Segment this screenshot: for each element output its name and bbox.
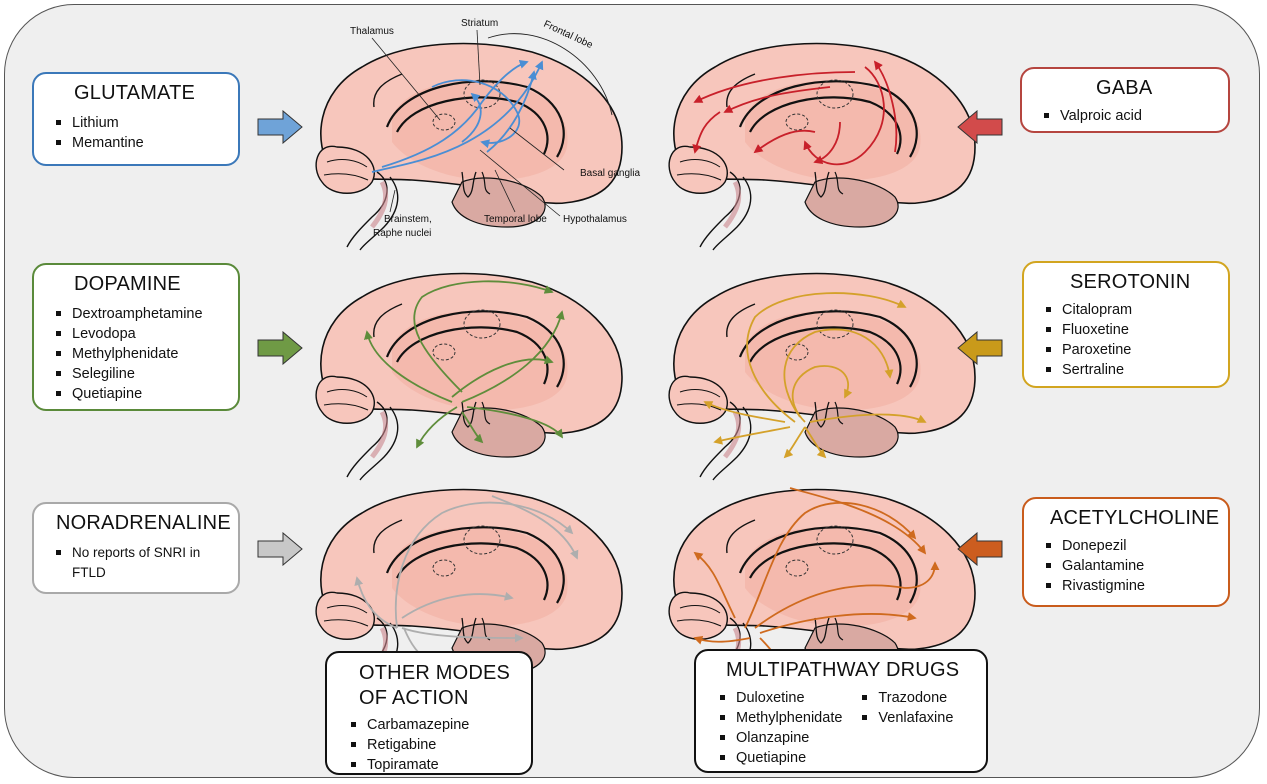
dopamine-drug: Dextroamphetamine (54, 304, 238, 324)
arrow-left-icon (957, 331, 1003, 365)
acetylcholine-drug: Rivastigmine (1044, 576, 1228, 596)
multipathway-drug: Duloxetine (718, 688, 842, 708)
dopamine-drug: Quetiapine (54, 384, 238, 404)
arrow-right-icon (257, 110, 303, 144)
multipathway-drug: Olanzapine (718, 728, 842, 748)
noradrenaline-title: NORADRENALINE (56, 512, 231, 534)
other-modes-title-line2: OF ACTION (359, 687, 469, 709)
label-frontal-lobe: Frontal lobe (542, 19, 595, 51)
serotonin-drug: Sertraline (1044, 360, 1228, 380)
multipathway-drug: Methylphenidate (718, 708, 842, 728)
glutamate-box: GLUTAMATE Lithium Memantine (32, 72, 240, 166)
serotonin-drug: Paroxetine (1044, 340, 1228, 360)
glutamate-brain (315, 42, 623, 251)
other-modes-drug: Retigabine (349, 735, 531, 755)
label-brainstem: Brainstem, (384, 214, 432, 225)
other-modes-drug: Topiramate (349, 755, 531, 775)
serotonin-drug: Citalopram (1044, 300, 1228, 320)
serotonin-box: SEROTONIN Citalopram Fluoxetine Paroxeti… (1022, 261, 1230, 388)
acetylcholine-box: ACETYLCHOLINE Donepezil Galantamine Riva… (1022, 497, 1230, 607)
label-thalamus: Thalamus (350, 26, 394, 37)
serotonin-drug: Fluoxetine (1044, 320, 1228, 340)
arrow-left-icon (957, 532, 1003, 566)
glutamate-drug: Memantine (54, 133, 238, 153)
dopamine-title: DOPAMINE (74, 273, 181, 295)
arrow-right-icon (257, 532, 303, 566)
gaba-box: GABA Valproic acid (1020, 67, 1230, 133)
arrow-left-icon (957, 110, 1003, 144)
label-basal-ganglia: Basal ganglia (580, 168, 640, 179)
glutamate-drug: Lithium (54, 113, 238, 133)
label-striatum: Striatum (461, 18, 498, 29)
other-modes-title-line1: OTHER MODES (359, 662, 511, 684)
label-temporal-lobe: Temporal lobe (484, 214, 547, 225)
acetylcholine-drug: Donepezil (1044, 536, 1228, 556)
dopamine-brain (315, 272, 623, 481)
gaba-title: GABA (1096, 77, 1153, 99)
other-modes-title: OTHER MODES OF ACTION (359, 661, 531, 711)
gaba-drug: Valproic acid (1042, 106, 1228, 126)
dopamine-drug: Selegiline (54, 364, 238, 384)
label-hypothalamus: Hypothalamus (563, 214, 627, 225)
multipathway-drug: Trazodone (860, 688, 953, 708)
noradrenaline-note: No reports of SNRI in FTLD (54, 543, 214, 583)
arrow-right-icon (257, 331, 303, 365)
acetylcholine-drug: Galantamine (1044, 556, 1228, 576)
noradrenaline-box: NORADRENALINE No reports of SNRI in FTLD (32, 502, 240, 594)
other-modes-box: OTHER MODES OF ACTION Carbamazepine Reti… (325, 651, 533, 775)
dopamine-drug: Levodopa (54, 324, 238, 344)
multipathway-drug: Venlafaxine (860, 708, 953, 728)
serotonin-brain (668, 272, 976, 481)
multipathway-title: MULTIPATHWAY DRUGS (726, 659, 960, 681)
other-modes-drug: Carbamazepine (349, 715, 531, 735)
dopamine-box: DOPAMINE Dextroamphetamine Levodopa Meth… (32, 263, 240, 411)
glutamate-title: GLUTAMATE (74, 82, 196, 104)
label-raphe-nuclei: Raphe nuclei (373, 228, 431, 239)
gaba-brain (668, 42, 976, 251)
multipathway-box: MULTIPATHWAY DRUGS Duloxetine Methylphen… (694, 649, 988, 773)
dopamine-drug: Methylphenidate (54, 344, 238, 364)
acetylcholine-title: ACETYLCHOLINE (1050, 507, 1220, 529)
serotonin-title: SEROTONIN (1070, 271, 1191, 293)
multipathway-drug: Quetiapine (718, 748, 842, 768)
